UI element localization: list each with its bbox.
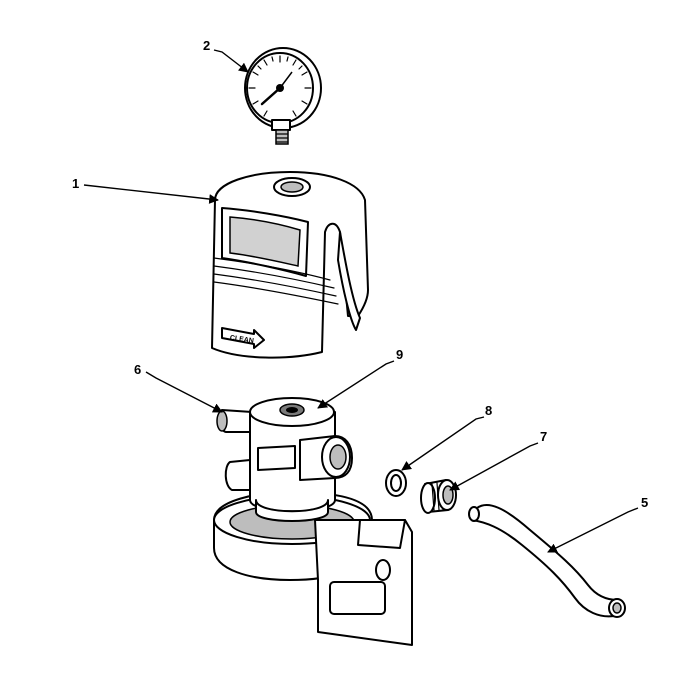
callout-8: 8 <box>401 403 492 471</box>
filter-head-body <box>213 397 413 646</box>
callout-9: 9 <box>317 347 403 409</box>
washer <box>385 469 407 497</box>
svg-text:CLEAN: CLEAN <box>229 335 254 345</box>
svg-text:8: 8 <box>485 403 492 418</box>
push-fit-insert <box>420 479 457 514</box>
callout-1: 1 <box>72 176 219 204</box>
side-fitting <box>216 409 255 433</box>
filter-housing-cover: CLEAN <box>211 171 369 359</box>
callout-5: 5 <box>547 495 648 553</box>
pressure-gauge <box>244 47 322 145</box>
svg-text:5: 5 <box>641 495 648 510</box>
svg-text:1: 1 <box>72 176 79 191</box>
tubing <box>468 504 626 618</box>
clean-arrow-label: CLEAN <box>221 327 265 349</box>
svg-text:2: 2 <box>203 38 210 53</box>
callout-7: 7 <box>449 429 547 491</box>
callout-6: 6 <box>134 362 223 413</box>
callout-2: 2 <box>203 38 249 73</box>
svg-text:7: 7 <box>540 429 547 444</box>
svg-text:6: 6 <box>134 362 141 377</box>
svg-text:9: 9 <box>396 347 403 362</box>
